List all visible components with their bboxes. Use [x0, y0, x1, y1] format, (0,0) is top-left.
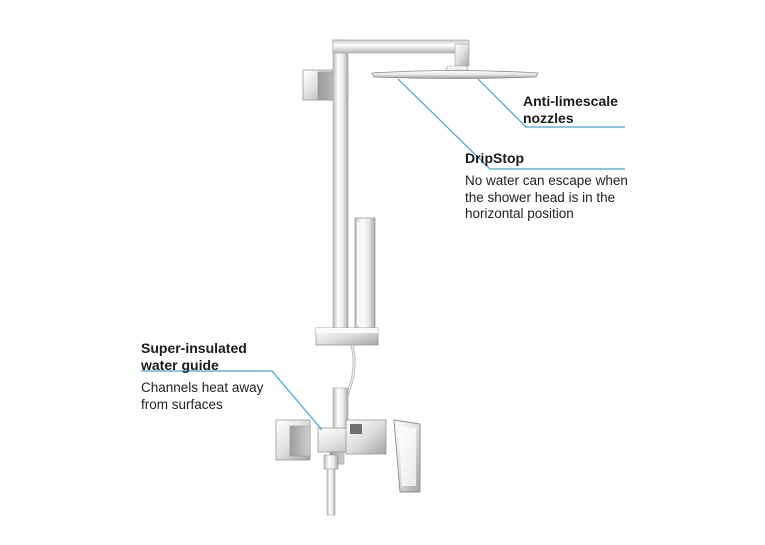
leader-line-dripstop [397, 78, 625, 170]
callout-anti-limescale: Anti-limescale nozzles [523, 93, 633, 127]
hand-shower [354, 217, 376, 331]
callout-dripstop: DripStop No water can escape when the sh… [465, 150, 635, 223]
shower-head [371, 65, 539, 79]
leader-line-insulated [141, 370, 323, 431]
callout-dripstop-description: No water can escape when the shower head… [465, 173, 628, 221]
mixer-lever [393, 419, 421, 493]
mixer-valve [275, 419, 387, 465]
callout-insulated-title: Super-insulated water guide [141, 340, 247, 373]
leader-line-anti-limescale [477, 78, 625, 128]
leader-lines [141, 78, 625, 431]
riser-pipe [332, 39, 349, 331]
hose-connector [323, 454, 339, 516]
hand-shower-holder [315, 327, 379, 346]
overhead-arm [332, 39, 470, 67]
callout-anti-limescale-title: Anti-limescale nozzles [523, 93, 618, 126]
callout-insulated: Super-insulated water guide Channels hea… [141, 340, 281, 413]
callout-dripstop-title: DripStop [465, 150, 525, 166]
callout-insulated-description: Channels heat away from surfaces [141, 380, 264, 412]
